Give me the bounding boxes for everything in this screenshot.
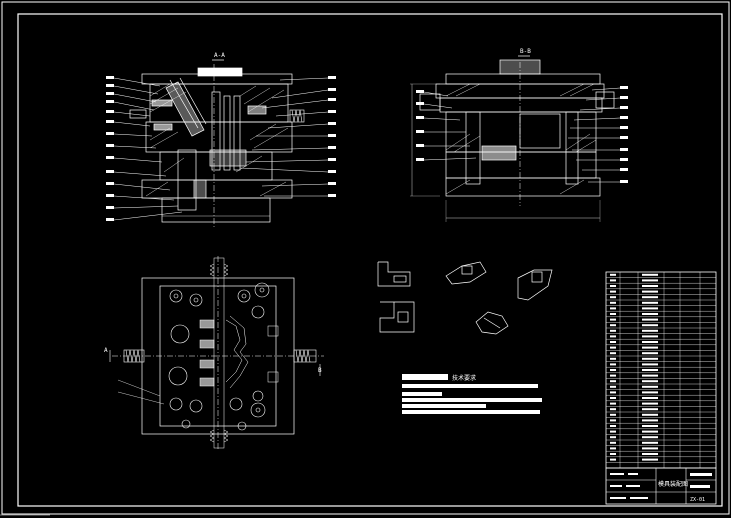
tech-requirements-title: 技术要求 [452, 374, 476, 382]
section-label-left: A-A [214, 52, 225, 59]
section-view-left: A-A [106, 52, 336, 228]
title-block-name: 模具装配图 [658, 480, 688, 488]
title-block: 模具装配图 ZX-01 [605, 467, 717, 505]
parts-list-table [605, 271, 717, 469]
plan-view: A B [104, 256, 324, 450]
drawing-number: ZX-01 [690, 497, 705, 503]
tech-requirements: 技术要求 [402, 374, 542, 414]
part-sketches [377, 261, 553, 335]
view-marker-a: A [104, 347, 108, 354]
section-view-right: B-B [410, 48, 628, 222]
section-label-right: B-B [520, 48, 531, 55]
